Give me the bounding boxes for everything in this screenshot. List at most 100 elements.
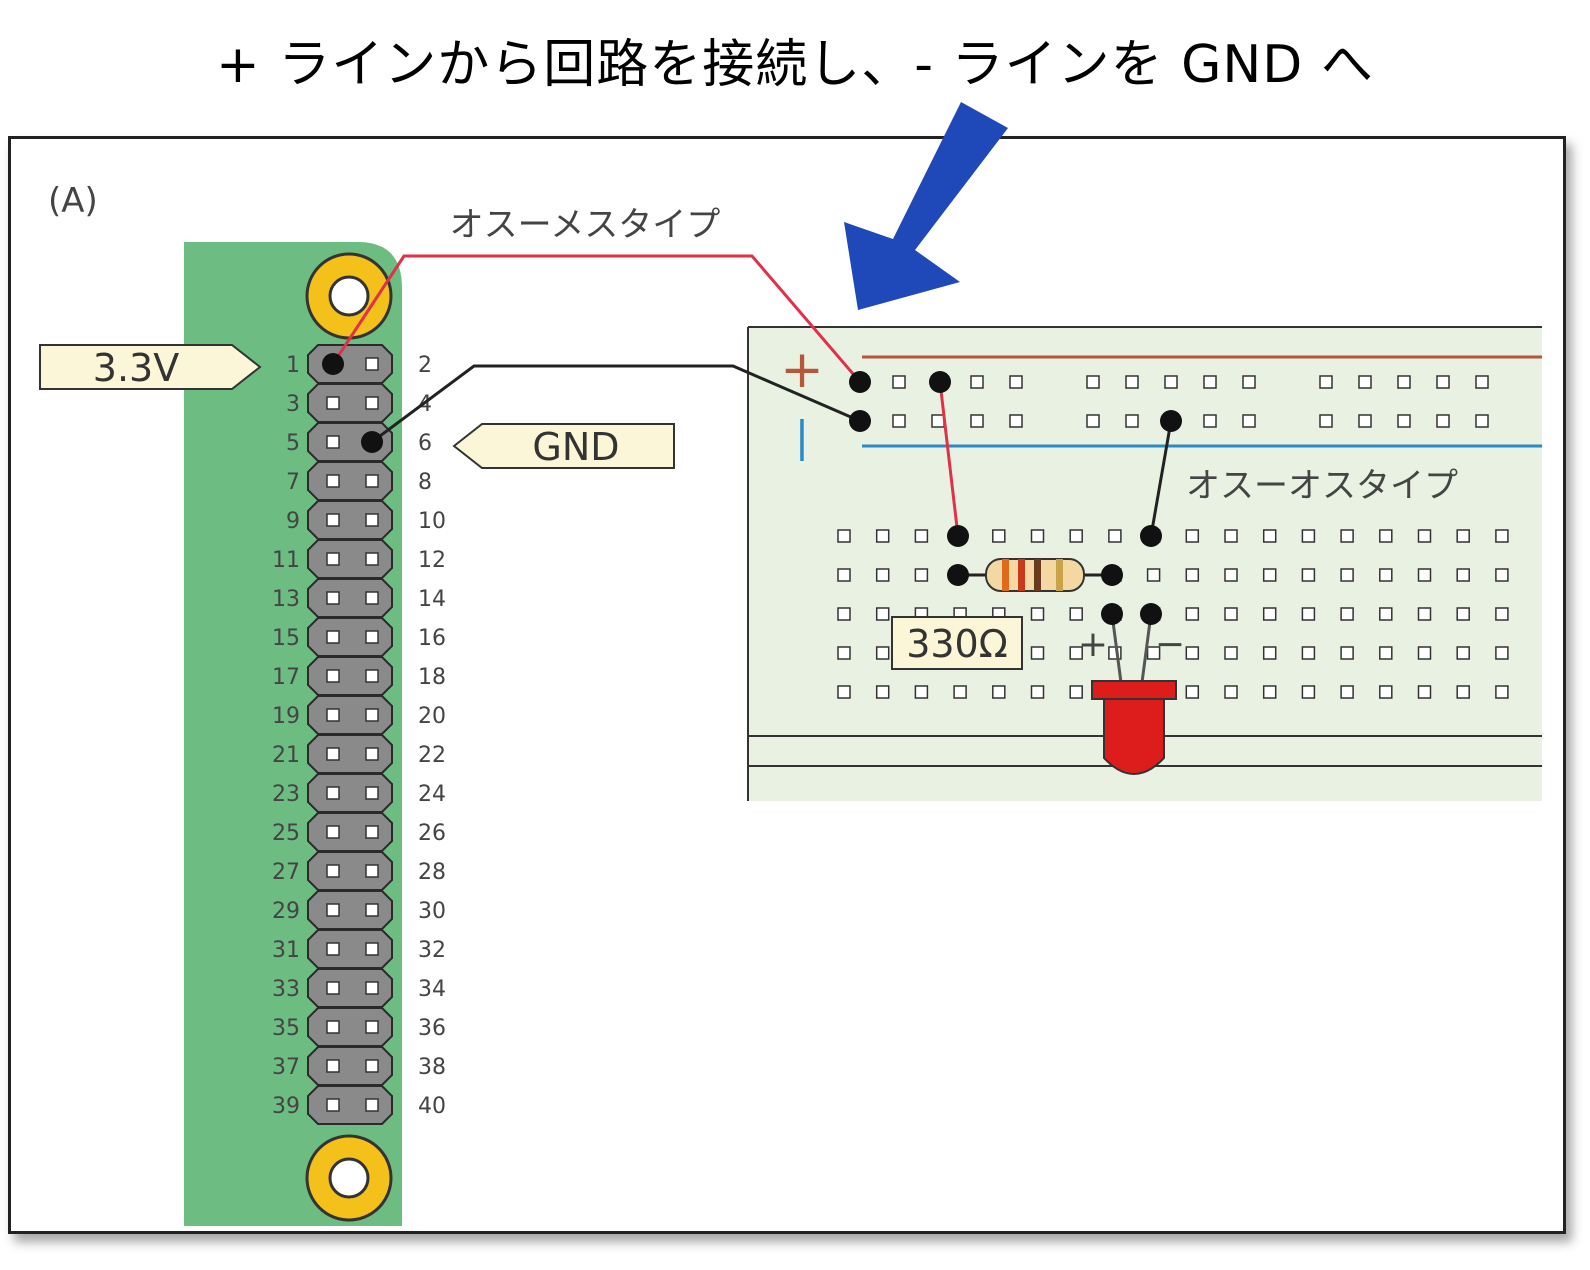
- pin-number: 10: [418, 509, 446, 534]
- breadboard-hole: [914, 529, 929, 543]
- header-pin: [326, 942, 340, 956]
- breadboard-hole: [892, 375, 906, 389]
- header-pin: [365, 786, 379, 800]
- header-pin: [365, 591, 379, 605]
- breadboard-hole: [1475, 375, 1489, 389]
- header-pin-pair: [307, 617, 393, 657]
- breadboard-hole: [1379, 607, 1393, 621]
- pin-number: 37: [272, 1055, 300, 1080]
- pin-number: 13: [272, 587, 300, 612]
- mounting-hole-top-icon: [305, 252, 393, 340]
- panel-label: (A): [48, 181, 98, 221]
- power-pin-label: 3.3V: [39, 344, 262, 390]
- pin-number: 16: [418, 626, 446, 651]
- pin-number: 24: [418, 782, 446, 807]
- breadboard-hole: [837, 685, 851, 699]
- header-pin-pair: [307, 851, 393, 891]
- breadboard-hole: [1397, 375, 1411, 389]
- breadboard-hole: [875, 607, 890, 621]
- pin-number: 17: [272, 665, 300, 690]
- breadboard-hole: [1069, 685, 1083, 699]
- breadboard-hole: [1456, 568, 1470, 582]
- breadboard-hole: [1379, 685, 1393, 699]
- header-pin: [326, 825, 340, 839]
- breadboard-hole: [1224, 568, 1238, 582]
- header-pin: [326, 981, 340, 995]
- breadboard-hole: [1397, 414, 1411, 428]
- header-pin: [326, 747, 340, 761]
- breadboard-hole: [1164, 375, 1178, 389]
- breadboard-hole: [1301, 646, 1316, 660]
- header-pin: [326, 396, 340, 410]
- header-pin: [326, 474, 340, 488]
- breadboard-hole: [1086, 375, 1100, 389]
- ground-pin-label-text: GND: [532, 425, 619, 469]
- pin-number: 40: [418, 1094, 446, 1119]
- breadboard-hole: [1301, 607, 1316, 621]
- breadboard-hole: [1030, 607, 1045, 621]
- pin-number: 38: [418, 1055, 446, 1080]
- pin-number: 3: [286, 392, 300, 417]
- header-pin-pair: [307, 773, 393, 813]
- breadboard-hole: [914, 685, 929, 699]
- pin-number: 8: [418, 470, 432, 495]
- breadboard-hole: [1185, 529, 1200, 543]
- header-pin: [365, 513, 379, 527]
- pin-number: 32: [418, 938, 446, 963]
- breadboard-hole: [875, 646, 890, 660]
- pin-number: 11: [272, 548, 300, 573]
- pin-number: 30: [418, 899, 446, 924]
- caption: + ラインから回路を接続し、- ラインを GND へ: [216, 35, 1374, 95]
- breadboard-hole: [1340, 607, 1354, 621]
- breadboard-hole: [1262, 607, 1277, 621]
- header-pin-pair: [307, 1007, 393, 1047]
- pin-number: 26: [418, 821, 446, 846]
- header-pin: [326, 435, 340, 449]
- breadboard-hole: [1495, 685, 1509, 699]
- header-pin: [365, 1020, 379, 1034]
- red-jumper-top: [331, 254, 862, 383]
- breadboard-hole: [1456, 607, 1470, 621]
- breadboard-hole: [1495, 568, 1509, 582]
- breadboard-hole: [1146, 646, 1161, 660]
- header-pin: [326, 630, 340, 644]
- female-male-wire-label: オスーメスタイプ: [450, 205, 721, 245]
- header-pin-pair: [307, 929, 393, 969]
- breadboard-hole: [931, 414, 945, 428]
- pin-number: 2: [418, 353, 432, 378]
- power-pin-label-text: 3.3V: [93, 346, 179, 390]
- pin-number: 7: [286, 470, 300, 495]
- breadboard-hole: [1185, 646, 1200, 660]
- pin-number: 25: [272, 821, 300, 846]
- header-pin: [365, 942, 379, 956]
- breadboard-hole: [1224, 607, 1238, 621]
- breadboard-hole: [1456, 529, 1470, 543]
- breadboard-hole: [1319, 414, 1333, 428]
- header-pin-pair: [307, 656, 393, 696]
- breadboard-hole: [1417, 685, 1432, 699]
- header-pin: [365, 903, 379, 917]
- breadboard-hole: [1417, 529, 1432, 543]
- breadboard-hole: [837, 568, 851, 582]
- breadboard-hole: [1301, 568, 1316, 582]
- header-pin: [365, 1059, 379, 1073]
- breadboard-hole: [1224, 646, 1238, 660]
- breadboard-hole: [1009, 375, 1023, 389]
- header-pin: [365, 630, 379, 644]
- header-pin: [326, 669, 340, 683]
- breadboard-hole: [1495, 607, 1509, 621]
- breadboard-hole: [1030, 685, 1045, 699]
- pin-number: 36: [418, 1016, 446, 1041]
- header-pin: [365, 708, 379, 722]
- header-pin: [365, 474, 379, 488]
- plus-rail-symbol: +: [780, 340, 824, 400]
- header-pin: [326, 864, 340, 878]
- pin-number: 39: [272, 1094, 300, 1119]
- breadboard-hole: [1436, 414, 1450, 428]
- breadboard-hole: [1203, 375, 1217, 389]
- pin-number: 23: [272, 782, 300, 807]
- breadboard-hole: [1069, 646, 1083, 660]
- breadboard-hole: [1125, 414, 1139, 428]
- header-pin: [326, 1059, 340, 1073]
